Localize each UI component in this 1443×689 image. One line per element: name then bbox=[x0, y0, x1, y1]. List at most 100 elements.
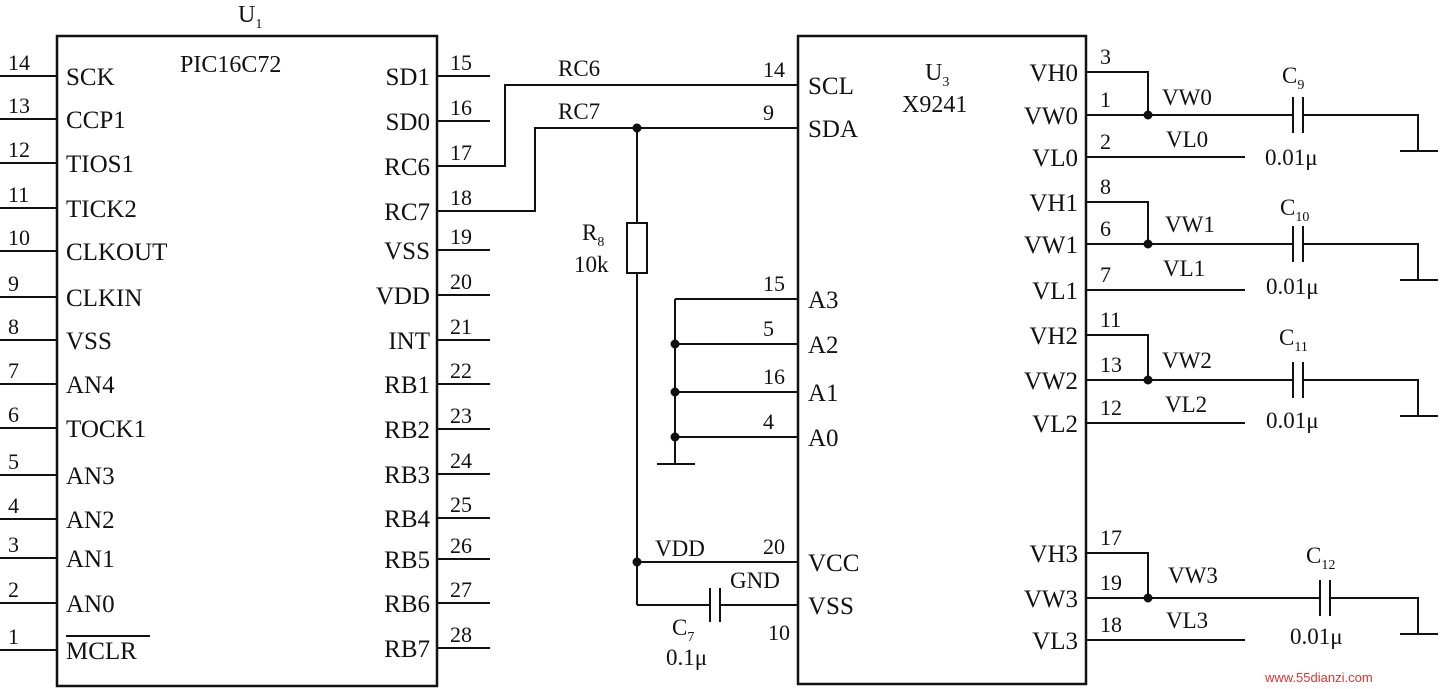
u1-pin-number-5: 5 bbox=[8, 449, 19, 474]
u1-pin-number-20: 20 bbox=[450, 269, 472, 294]
u1-pin-name-18: RC7 bbox=[384, 199, 430, 226]
c12-value: 0.01μ bbox=[1290, 624, 1343, 649]
net-label-vl3: VL3 bbox=[1166, 608, 1208, 633]
u1-pin-number-1: 1 bbox=[8, 624, 19, 649]
u3-pin-number-2: 2 bbox=[1100, 129, 1111, 154]
u1-pin-number-7: 7 bbox=[8, 358, 19, 383]
pot-outputs: VW0 VL0 C9 0.01μ VW1 VL1 C10 0.01μ VW2 V… bbox=[1086, 63, 1438, 649]
u1-pin-name-19: VSS bbox=[384, 238, 430, 265]
u3-pin-name-2: VL0 bbox=[1032, 145, 1078, 172]
u3-pin-name-19: VW3 bbox=[1024, 586, 1078, 613]
net-label-vw1: VW1 bbox=[1165, 212, 1215, 237]
u3-pin-name-9: SDA bbox=[808, 116, 858, 143]
u1-pin-number-12: 12 bbox=[8, 137, 30, 162]
c10-ref: C10 bbox=[1280, 195, 1309, 225]
u3-pin-number-18: 18 bbox=[1100, 612, 1122, 637]
u3-pin-number-15: 15 bbox=[763, 271, 785, 296]
u3-pin-number-19: 19 bbox=[1100, 570, 1122, 595]
net-label-vl0: VL0 bbox=[1166, 127, 1208, 152]
u1-pin-name-7: AN4 bbox=[66, 372, 115, 399]
u3-pin-number-6: 6 bbox=[1100, 216, 1111, 241]
u3-pin-number-14: 14 bbox=[763, 57, 785, 82]
u3-pin-name-15: A3 bbox=[808, 287, 839, 314]
u3-pin-name-13: VW2 bbox=[1024, 368, 1078, 395]
junction-a2 bbox=[670, 339, 680, 349]
junction-vw-ch1 bbox=[1143, 239, 1153, 249]
net-label-rc6: RC6 bbox=[558, 56, 600, 81]
u3-pin-number-5: 5 bbox=[763, 316, 774, 341]
junction-vw-ch3 bbox=[1143, 593, 1153, 603]
u3-part-name: X9241 bbox=[902, 92, 967, 118]
u1-pin-name-27: RB6 bbox=[384, 591, 430, 618]
u3-pin-number-10: 10 bbox=[768, 620, 790, 645]
u1-pin-name-14: SCK bbox=[66, 64, 115, 91]
u1-pin-number-3: 3 bbox=[8, 532, 19, 557]
net-label-vw2: VW2 bbox=[1162, 348, 1212, 373]
u1-pin-name-13: CCP1 bbox=[66, 107, 126, 134]
c9-ref: C9 bbox=[1282, 63, 1304, 93]
cap-ground-lead-ch0 bbox=[1303, 114, 1419, 151]
u3-pin-number-4: 4 bbox=[763, 409, 774, 434]
c11-ref: C11 bbox=[1279, 325, 1308, 355]
r8-resistor bbox=[626, 222, 648, 274]
u1-pin-name-9: CLKIN bbox=[66, 285, 142, 312]
u1-pin-number-27: 27 bbox=[450, 577, 472, 602]
net-label-vw0: VW0 bbox=[1162, 85, 1212, 110]
net-label-vl2: VL2 bbox=[1165, 392, 1207, 417]
u3-pin-name-3: VH0 bbox=[1029, 60, 1078, 87]
net-label-vl1: VL1 bbox=[1163, 256, 1205, 281]
u1-pin-number-26: 26 bbox=[450, 533, 472, 558]
u1-pin-name-12: TIOS1 bbox=[66, 151, 134, 178]
u3-pin-number-13: 13 bbox=[1100, 352, 1122, 377]
u3-pin-number-20: 20 bbox=[763, 534, 785, 559]
u1-pin-number-22: 22 bbox=[450, 358, 472, 383]
cap-ground-lead-ch2 bbox=[1303, 379, 1419, 416]
vh-wire-ch1 bbox=[1086, 201, 1149, 244]
u1-pin-number-28: 28 bbox=[450, 622, 472, 647]
u1-pin-number-15: 15 bbox=[450, 50, 472, 75]
u3-pin-number-9: 9 bbox=[763, 100, 774, 125]
u1-pin-number-8: 8 bbox=[8, 314, 19, 339]
u1-pin-number-4: 4 bbox=[8, 493, 19, 518]
u1-pin-number-17: 17 bbox=[450, 140, 472, 165]
u1-pin-name-22: RB1 bbox=[384, 372, 430, 399]
u1-pin-number-11: 11 bbox=[8, 182, 29, 207]
u1-pin-name-5: AN3 bbox=[66, 463, 115, 490]
u1-pin-number-16: 16 bbox=[450, 95, 472, 120]
net-label-vw3: VW3 bbox=[1168, 563, 1218, 588]
u3-pin-name-5: A2 bbox=[808, 332, 839, 359]
u3-pin-name-18: VL3 bbox=[1032, 628, 1078, 655]
u1-pin-number-18: 18 bbox=[450, 185, 472, 210]
u1-pin-number-13: 13 bbox=[8, 93, 30, 118]
rc6-wire bbox=[437, 84, 798, 167]
u1-pin-name-16: SD0 bbox=[386, 109, 430, 136]
u3-pin-number-17: 17 bbox=[1100, 525, 1122, 550]
u3-pin-name-11: VH2 bbox=[1029, 323, 1078, 350]
net-label-rc7: RC7 bbox=[558, 99, 600, 124]
u1-pin-name-2: AN0 bbox=[66, 591, 115, 618]
c7-ref: C7 bbox=[672, 615, 694, 645]
u1-right-pins: 15SD116SD017RC618RC719VSS20VDD21INT22RB1… bbox=[376, 50, 490, 663]
u1-chip: U1 PIC16C72 14SCK13CCP112TIOS111TICK210C… bbox=[0, 2, 490, 688]
u1-pin-name-26: RB5 bbox=[384, 547, 430, 574]
u3-pin-name-16: A1 bbox=[808, 380, 839, 407]
r8-value: 10k bbox=[574, 252, 609, 277]
u3-pin-number-7: 7 bbox=[1100, 262, 1111, 287]
vh-wire-ch0 bbox=[1086, 71, 1149, 115]
c11-value: 0.01μ bbox=[1266, 408, 1319, 433]
u1-pin-name-21: INT bbox=[388, 328, 430, 355]
vh-wire-ch2 bbox=[1086, 334, 1149, 380]
u3-pin-name-17: VH3 bbox=[1029, 541, 1078, 568]
u3-pin-name-6: VW1 bbox=[1024, 232, 1078, 259]
junction-a0 bbox=[670, 432, 680, 442]
u1-pin-name-17: RC6 bbox=[384, 154, 430, 181]
rc7-wire bbox=[437, 127, 798, 212]
u1-pin-name-10: CLKOUT bbox=[66, 239, 167, 266]
junction-a1 bbox=[670, 387, 680, 397]
vh-wire-ch3 bbox=[1086, 552, 1149, 598]
u3-pin-name-1: VW0 bbox=[1024, 103, 1078, 130]
net-label-gnd: GND bbox=[730, 568, 780, 593]
u1-pin-name-3: AN1 bbox=[66, 546, 115, 573]
u3-pin-name-8: VH1 bbox=[1029, 190, 1078, 217]
junction-vw-ch0 bbox=[1143, 110, 1153, 120]
